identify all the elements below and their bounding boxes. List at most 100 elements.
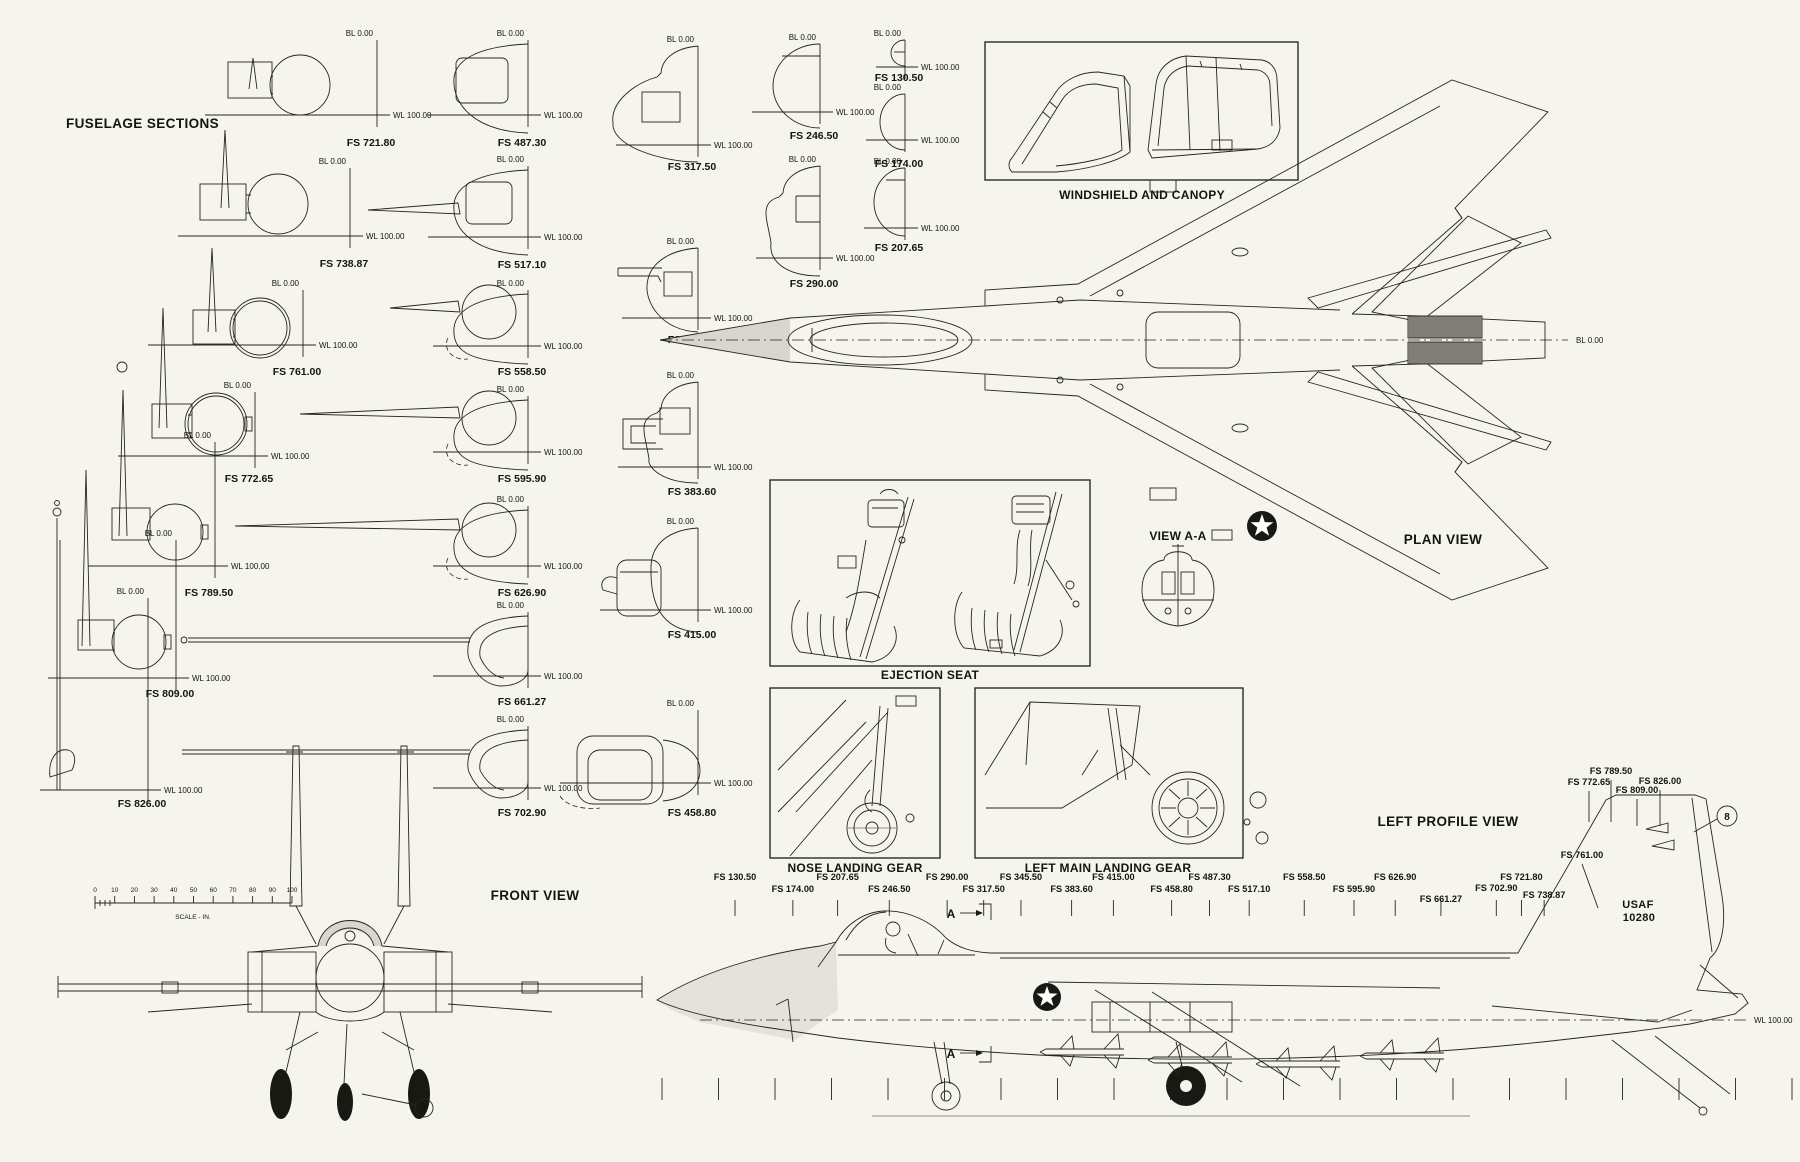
section-shape: [467, 729, 529, 799]
front-right-wheel: [408, 1069, 430, 1119]
buttline-label: BL 0.00: [789, 155, 817, 164]
scale-bar-number: 60: [210, 887, 218, 894]
section-shape: [461, 284, 517, 340]
waterline-label: WL 100.00: [192, 674, 231, 683]
section-cut-markers: [960, 903, 992, 1063]
scale-bar-number: 50: [190, 887, 198, 894]
section-shape: [453, 293, 529, 365]
tail-number: 10280: [1623, 912, 1656, 924]
waterline-label: WL 100.00: [164, 786, 203, 795]
buttline-label: BL 0.00: [667, 35, 695, 44]
buttline-label: BL 0.00: [184, 431, 212, 440]
section-shape: [246, 194, 251, 214]
front-airframe: [57, 745, 643, 1085]
buttline-label: BL 0.00: [874, 83, 902, 92]
station-scale-label: FS 458.80: [1150, 884, 1192, 894]
station-label: FS 517.10: [498, 259, 547, 271]
station-label: FS 130.50: [875, 72, 924, 84]
waterline-label: WL 100.00: [544, 562, 583, 571]
section-shape: [81, 469, 91, 647]
buttline-label: BL 0.00: [497, 601, 525, 610]
section-shape: [461, 390, 517, 446]
stray-marks: [116, 361, 128, 373]
section-shape: [180, 636, 188, 644]
section-shape: [184, 392, 248, 456]
station-scale-label: FS 738.87: [1523, 890, 1565, 900]
section-shape: [118, 389, 128, 537]
waterline-label: WL 100.00: [714, 314, 753, 323]
callout-8-label: 8: [1724, 812, 1730, 823]
callout-7-label: 7: [421, 1104, 427, 1115]
waterline-label: WL 100.00: [271, 452, 310, 461]
view-aa-drawing: [1141, 544, 1215, 627]
section-shape: [200, 524, 209, 540]
section-shape: [272, 75, 273, 95]
nose-gear-drawing: [777, 695, 917, 857]
waterline-label: WL 100.00: [544, 784, 583, 793]
station-scale-label: FS 558.50: [1283, 872, 1325, 882]
section-cut-a-bottom: A: [947, 1047, 956, 1061]
ejection-seat-label: EJECTION SEAT: [881, 668, 980, 682]
section-shape: [182, 749, 470, 755]
profile-waterline-label: WL 100.00: [1754, 1016, 1793, 1025]
section-shape: [612, 45, 699, 163]
section-shape: [646, 247, 699, 333]
section-shape: [879, 93, 906, 151]
section-shape: [663, 271, 693, 297]
section-shape: [269, 54, 331, 116]
profile-airframe: [656, 794, 1749, 1117]
section-shape: [229, 297, 291, 359]
section-shape: [49, 749, 76, 778]
front-canopy-shading: [318, 920, 382, 946]
tail-code: USAF: [1622, 899, 1654, 911]
station-scale-label: FS 246.50: [868, 884, 910, 894]
scale-bar-number: 70: [229, 887, 237, 894]
tail-station-label: FS 772.65: [1568, 777, 1610, 787]
waterline-label: WL 100.00: [544, 672, 583, 681]
section-shape: [662, 739, 701, 802]
station-label: FS 738.87: [320, 258, 369, 270]
section-shape: [446, 443, 469, 466]
main-gear-inset: [974, 687, 1269, 859]
profile-roundel-star-icon: [1036, 985, 1058, 1006]
profile-main-wheel-hub: [1180, 1080, 1192, 1092]
section-shape: [467, 615, 529, 687]
waterline-label: WL 100.00: [544, 233, 583, 242]
plan-radome-shading: [660, 318, 790, 362]
front-left-wheel: [270, 1069, 292, 1119]
section-shape: [146, 503, 204, 561]
view-aa-label: VIEW A-A: [1149, 529, 1206, 543]
buttline-label: BL 0.00: [319, 157, 347, 166]
section-shape: [187, 395, 245, 453]
buttline-label: BL 0.00: [497, 279, 525, 288]
waterline-label: WL 100.00: [921, 63, 960, 72]
section-shape: [151, 403, 193, 439]
section-shape: [446, 557, 469, 580]
section-shape: [163, 634, 172, 650]
station-label: FS 772.65: [225, 473, 274, 485]
waterline-label: WL 100.00: [231, 562, 270, 571]
section-shape: [367, 202, 461, 215]
main-gear-drawing: [984, 701, 1269, 845]
fuselage-sections-title: FUSELAGE SECTIONS: [66, 116, 219, 131]
profile-missiles: [1039, 1032, 1444, 1081]
tail-station-label: FS 809.00: [1616, 785, 1658, 795]
section-shape: [446, 337, 469, 360]
section-shape: [299, 406, 461, 419]
station-label: FS 487.30: [498, 137, 547, 149]
profile-nose-shading: [657, 942, 838, 1040]
